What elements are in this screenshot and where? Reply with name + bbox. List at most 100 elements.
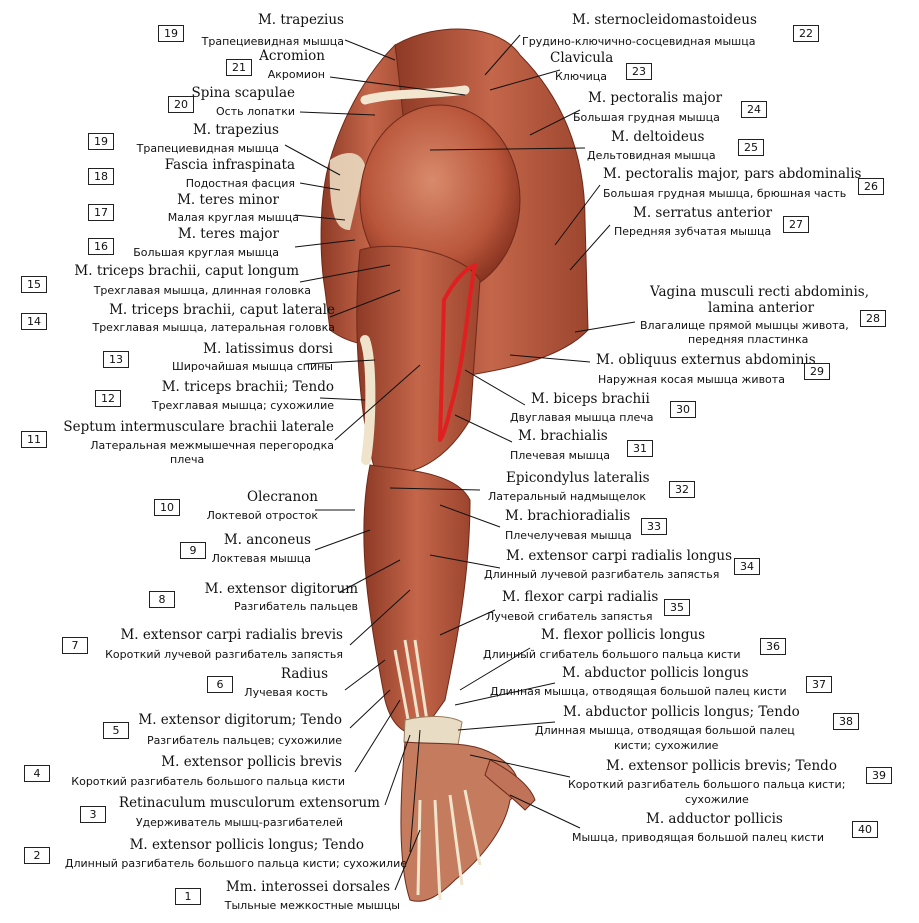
- label-number: 6: [207, 676, 233, 693]
- label-number: 33: [641, 518, 667, 535]
- fascia-shape: [329, 153, 365, 230]
- label-number: 5: [103, 722, 129, 739]
- label-latin: M. extensor carpi radialis brevis: [120, 627, 343, 643]
- label-russian: Плечелучевая мышца: [505, 529, 632, 542]
- label-latin: M. teres minor: [177, 192, 279, 208]
- label-latin: Vagina musculi recti abdominis,: [650, 284, 870, 300]
- label-russian: Длинный сгибатель большого пальца кисти: [483, 648, 741, 661]
- label-latin: Olecranon: [247, 489, 318, 505]
- label-latin: Spina scapulae: [191, 85, 295, 101]
- label-number: 24: [741, 101, 767, 118]
- label-latin: M. abductor pollicis longus; Tendo: [563, 704, 800, 720]
- label-latin: M. triceps brachii, caput longum: [74, 263, 299, 279]
- label-russian: Грудино-ключично-сосцевидная мышца: [522, 35, 756, 48]
- label-latin: M. adductor pollicis: [646, 811, 783, 827]
- label-latin: M. triceps brachii, caput laterale: [109, 302, 335, 318]
- label-number: 19: [158, 25, 184, 42]
- label-number: 15: [21, 276, 47, 293]
- label-latin: M. serratus anterior: [633, 205, 773, 221]
- label-latin: M. extensor digitorum: [204, 581, 358, 597]
- label-russian: Широчайшая мышца спины: [172, 360, 333, 373]
- label-latin: M. brachioradialis: [505, 508, 631, 524]
- label-number: 12: [95, 390, 121, 407]
- label-number: 38: [833, 713, 859, 730]
- highlight-outline: [438, 263, 477, 442]
- label-number: 21: [226, 59, 252, 76]
- label-russian: Подостная фасция: [185, 177, 295, 190]
- label-number: 39: [866, 767, 892, 784]
- label-latin: Mm. interossei dorsales: [225, 879, 390, 895]
- leader-lines-right: [389, 34, 636, 829]
- label-russian: Разгибатель пальцев; сухожилие: [146, 734, 342, 747]
- label-latin: M. extensor carpi radialis longus: [506, 548, 732, 564]
- label-number: 2: [24, 847, 50, 864]
- hand-shape: [400, 741, 519, 902]
- label-latin: M. brachialis: [518, 428, 608, 444]
- label-russian: Малая круглая мышца: [167, 211, 299, 224]
- label-russian: Лучевая кость: [244, 686, 328, 699]
- label-russian: Латеральная межмышечная перегородка: [90, 439, 334, 452]
- label-number: 3: [80, 806, 106, 823]
- label-number: 30: [670, 401, 696, 418]
- label-russian-line2: кисти; сухожилие: [614, 739, 719, 752]
- label-latin: M. deltoideus: [611, 129, 705, 145]
- label-latin: Septum intermusculare brachii laterale: [63, 419, 334, 435]
- label-latin: M. sternocleidomastoideus: [572, 12, 757, 28]
- label-latin: M. pectoralis major: [588, 90, 723, 106]
- label-russian: Большая круглая мышца: [133, 246, 279, 259]
- label-russian: Большая грудная мышца: [573, 111, 720, 124]
- label-latin: M. triceps brachii; Tendo: [161, 379, 334, 395]
- label-number: 9: [180, 542, 206, 559]
- label-latin: M. anconeus: [223, 532, 311, 548]
- label-number: 4: [24, 765, 50, 782]
- finger-lines: [416, 789, 482, 901]
- label-latin: M. biceps brachii: [531, 391, 650, 407]
- label-latin: Radius: [280, 666, 328, 682]
- label-number: 14: [21, 313, 47, 330]
- label-russian: Тыльные межкостные мышцы: [224, 899, 400, 912]
- label-number: 7: [62, 637, 88, 654]
- label-number: 19: [88, 133, 114, 150]
- label-latin: M. latissimus dorsi: [203, 341, 333, 357]
- label-number: 8: [149, 591, 175, 608]
- label-russian: Передняя зубчатая мышца: [614, 225, 772, 238]
- label-russian: Трапециевидная мышца: [136, 142, 279, 155]
- label-number: 27: [783, 216, 809, 233]
- label-russian: Лучевой сгибатель запястья: [486, 610, 653, 623]
- label-number: 37: [806, 676, 832, 693]
- label-russian: Плечевая мышца: [510, 449, 610, 462]
- label-number: 25: [738, 139, 764, 156]
- label-russian-line2: сухожилие: [685, 793, 749, 806]
- label-russian: Длинный разгибатель большого пальца кист…: [64, 857, 407, 870]
- label-number: 26: [858, 178, 884, 195]
- label-russian: Локтевой отросток: [206, 509, 318, 522]
- label-russian: Локтевая мышца: [211, 552, 311, 565]
- label-latin: M. extensor pollicis longus; Tendo: [129, 837, 364, 853]
- label-russian: Наружная косая мышца живота: [598, 373, 785, 386]
- label-latin: M. trapezius: [257, 12, 344, 28]
- label-number: 22: [793, 25, 819, 42]
- forearm-shape: [363, 464, 471, 736]
- thumb-shape: [484, 759, 536, 811]
- label-russian-line2: передняя пластинка: [688, 333, 809, 346]
- label-number: 29: [804, 363, 830, 380]
- label-russian: Длинный лучевой разгибатель запястья: [484, 568, 720, 581]
- label-russian: Длинная мышца, отводящая большой палец к…: [490, 685, 787, 698]
- label-latin: Clavicula: [550, 50, 614, 66]
- label-russian: Двуглавая мышца плеча: [510, 411, 654, 424]
- label-russian: Влагалище прямой мышцы живота,: [640, 319, 849, 332]
- label-latin-line2: lamina anterior: [708, 300, 815, 316]
- label-russian: Короткий лучевой разгибатель запястья: [105, 648, 343, 661]
- label-russian: Акромион: [267, 68, 325, 81]
- label-latin: M. teres major: [177, 226, 279, 242]
- label-latin: M. extensor pollicis brevis: [161, 754, 342, 770]
- label-number: 20: [168, 96, 194, 113]
- label-number: 36: [760, 638, 786, 655]
- label-latin: M. obliquus externus abdominis: [596, 352, 816, 368]
- label-number: 17: [88, 204, 114, 221]
- label-russian: Длинная мышца, отводящая большой палец: [535, 724, 795, 737]
- label-latin: M. extensor pollicis brevis; Tendo: [606, 758, 837, 774]
- label-number: 16: [88, 238, 114, 255]
